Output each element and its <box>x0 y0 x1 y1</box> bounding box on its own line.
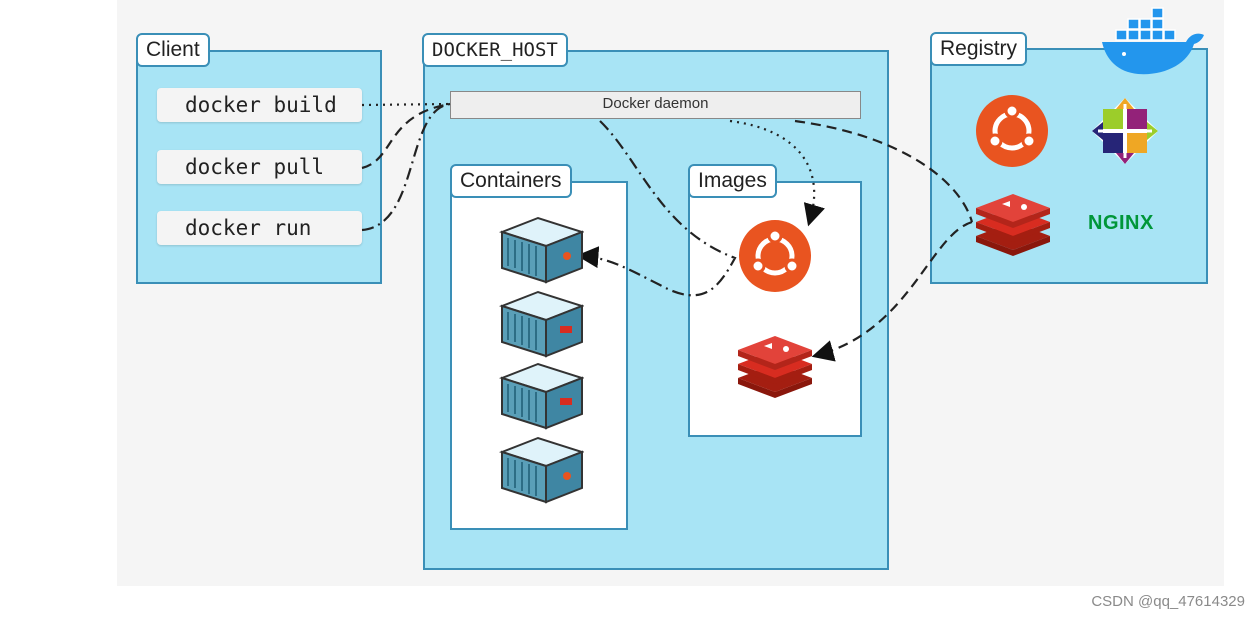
run-container-line <box>576 120 737 297</box>
pull-redis-line <box>811 220 973 362</box>
docker-host-title: DOCKER_HOST <box>422 33 568 67</box>
redis-icon <box>738 336 812 398</box>
registry-panel <box>930 48 1208 284</box>
ubuntu-icon <box>976 95 1048 167</box>
docker-run-command: docker run <box>157 211 362 245</box>
containers-title: Containers <box>450 164 572 198</box>
pull-line <box>361 102 451 170</box>
ubuntu-icon <box>739 220 811 292</box>
container-icon <box>498 216 584 284</box>
build-line <box>361 102 451 107</box>
daemon-to-registry-line <box>794 119 974 223</box>
nginx-logo: NGINX <box>1088 212 1154 234</box>
docker-build-command: docker build <box>157 88 362 122</box>
redis-icon <box>976 194 1050 256</box>
registry-title: Registry <box>930 32 1028 66</box>
centos-icon <box>1092 98 1158 164</box>
client-title: Client <box>136 33 210 67</box>
docker-pull-command: docker pull <box>157 150 362 184</box>
watermark: CSDN @qq_47614329 <box>1091 593 1245 610</box>
run-line <box>361 102 451 232</box>
container-icon <box>498 436 584 504</box>
docker-daemon-bar: Docker daemon <box>450 91 861 119</box>
docker-whale-icon <box>1102 7 1204 75</box>
container-icon <box>498 290 584 358</box>
images-title: Images <box>688 164 777 198</box>
daemon-to-image-line <box>729 119 825 227</box>
container-icon <box>498 362 584 430</box>
